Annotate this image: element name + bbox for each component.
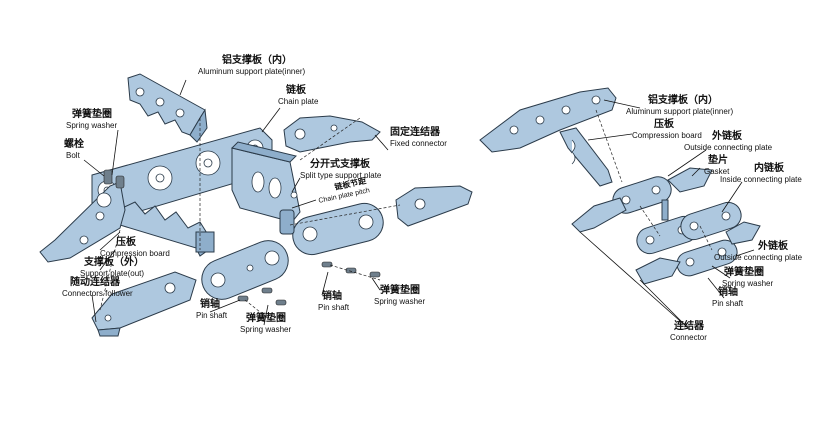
label-spring-washer-right-cn: 弹簧垫圈 [724, 267, 764, 278]
right-link-plates [571, 167, 761, 285]
label-support-outer-cn: 支撑板（外） [84, 257, 144, 268]
label-outside-plate-top-en: Outside connecting plate [684, 143, 773, 152]
label-spring-washer-top-cn: 弹簧垫圈 [72, 109, 112, 120]
assembly-guides-right [595, 109, 713, 251]
label-pin-shaft-left-cn: 销轴 [200, 299, 220, 310]
label-gasket-en: Gasket [704, 167, 730, 176]
label-connector-cn: 连结器 [674, 321, 704, 332]
pins-and-washers [103, 169, 381, 306]
connector-follower-bottom [91, 271, 197, 337]
label-inside-plate-cn: 内链板 [754, 163, 784, 174]
label-aluminum-inner-en-left: Aluminum support plate(inner) [198, 67, 306, 76]
label-pin-shaft-left-en: Pin shaft [196, 311, 228, 320]
support-plate-out [117, 201, 215, 257]
label-chain-plate-en: Chain plate [278, 97, 319, 106]
label-fixed-connector-cn: 固定连结器 [390, 127, 440, 138]
label-bolt-cn: 螺栓 [64, 139, 84, 150]
label-connectors-follower-en: Connectors follower [62, 289, 133, 298]
label-pin-shaft-mid-en: Pin shaft [318, 303, 350, 312]
compression-board-right [559, 127, 613, 187]
label-connectors-follower-cn: 随动连结器 [70, 277, 120, 288]
label-spring-washer-bottom-en: Spring washer [240, 325, 292, 334]
label-compression-board-en-right: Compression board [632, 131, 702, 140]
aluminum-support-plate-inner-left [127, 73, 208, 143]
label-fixed-connector-en: Fixed connector [390, 139, 447, 148]
label-spring-washer-mid-en: Spring washer [374, 297, 426, 306]
label-compression-board-cn-left: 压板 [116, 237, 136, 248]
label-outside-plate-bottom-en: Outside connecting plate [714, 253, 803, 262]
label-outside-plate-top-cn: 外链板 [712, 131, 742, 142]
label-support-outer-en: Support plate(out) [80, 269, 145, 278]
label-spring-washer-bottom-cn: 弹簧垫圈 [246, 313, 286, 324]
label-aluminum-inner-cn-left: 铝支撑板（内） [222, 55, 292, 66]
leader-lines-right [579, 99, 755, 329]
label-chain-plate-cn: 链板 [286, 85, 306, 96]
label-aluminum-inner-cn-right: 铝支撑板（内） [648, 95, 718, 106]
label-bolt-en: Bolt [66, 151, 80, 160]
label-pin-shaft-right-en: Pin shaft [712, 299, 744, 308]
label-aluminum-inner-en-right: Aluminum support plate(inner) [626, 107, 734, 116]
label-pin-shaft-right-cn: 销轴 [718, 287, 738, 298]
aluminum-support-plate-inner-right [479, 87, 617, 153]
label-spring-washer-right-en: Spring washer [722, 279, 774, 288]
leader-lines-left [83, 79, 389, 326]
label-spring-washer-top-en: Spring washer [66, 121, 118, 130]
label-compression-board-cn-right: 压板 [654, 119, 674, 130]
chain-link-plate-left [201, 240, 289, 300]
label-gasket-cn: 垫片 [708, 155, 728, 166]
label-outside-plate-bottom-cn: 外链板 [758, 241, 788, 252]
label-spring-washer-mid-cn: 弹簧垫圈 [380, 285, 420, 296]
label-inside-plate-en: Inside connecting plate [720, 175, 802, 184]
label-compression-board-en-left: Compression board [100, 249, 170, 258]
fixed-connector-upper [283, 115, 381, 153]
label-connector-en: Connector [670, 333, 707, 342]
connectors-follower-left [39, 181, 126, 263]
label-pin-shaft-mid-cn: 销轴 [322, 291, 342, 302]
label-split-support-cn: 分开式支撑板 [310, 159, 370, 170]
label-split-support-en: Split type support plate [300, 171, 382, 180]
split-type-support-plate [279, 202, 384, 256]
fixed-connector-lower [395, 185, 473, 227]
